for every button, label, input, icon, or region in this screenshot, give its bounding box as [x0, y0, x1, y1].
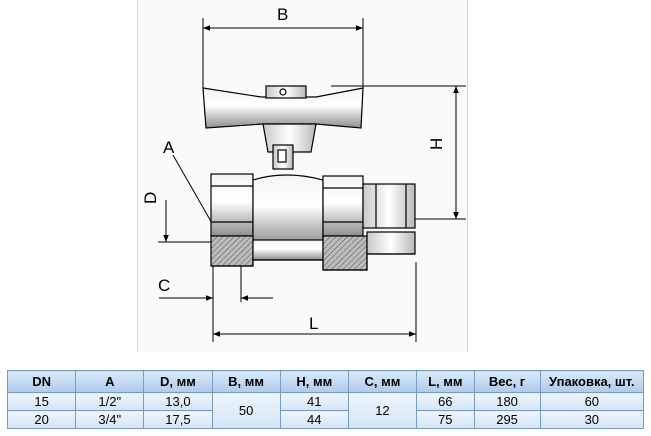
table-cell: 41 [279, 392, 349, 411]
table-row: 15 1/2" 13,0 50 41 12 66 180 60 [6, 392, 645, 429]
table-cell: 17,5 [143, 410, 213, 429]
dimension-lines [159, 25, 459, 337]
spec-table: DN A D, мм B, мм H, мм C, мм L, мм Вес, … [6, 370, 645, 429]
table-cell: 50 [211, 392, 281, 429]
table-cell: 1/2" [75, 392, 145, 411]
col-header: DN [6, 370, 77, 393]
table-cell: 44 [279, 410, 349, 429]
table-cell: 295 [473, 410, 541, 429]
drawing-frame: B H D A C L [137, 0, 468, 352]
table-cell: 60 [539, 392, 645, 411]
label-l: L [309, 314, 318, 333]
col-header: Упаковка, шт. [539, 370, 645, 393]
table-cell: 12 [347, 392, 418, 429]
col-header: D, мм [143, 370, 213, 393]
col-header: B, мм [211, 370, 281, 393]
dimension-labels: B H D A C L [141, 5, 446, 333]
table-cell: 30 [539, 410, 645, 429]
label-a: A [163, 138, 175, 157]
label-d: D [141, 192, 160, 204]
table-header-row: DN A D, мм B, мм H, мм C, мм L, мм Вес, … [6, 370, 645, 393]
col-header: A [75, 370, 145, 393]
col-header: Вес, г [473, 370, 541, 393]
valve-body [202, 85, 416, 271]
table-cell: 13,0 [143, 392, 213, 411]
table-cell: 180 [473, 392, 541, 411]
table-cell: 3/4" [75, 410, 145, 429]
table-cell: 15 [6, 392, 77, 411]
label-c: C [158, 276, 170, 295]
col-header: H, мм [279, 370, 349, 393]
label-h: H [427, 138, 446, 150]
col-header: C, мм [347, 370, 418, 393]
table-cell: 20 [6, 410, 77, 429]
label-b: B [277, 5, 288, 24]
table-cell: 75 [416, 410, 475, 429]
ball-valve-diagram: B H D A C L [141, 5, 466, 342]
col-header: L, мм [416, 370, 475, 393]
table-row: 20 3/4" 17,5 44 75 295 30 [6, 410, 645, 429]
table-cell: 66 [416, 392, 475, 411]
